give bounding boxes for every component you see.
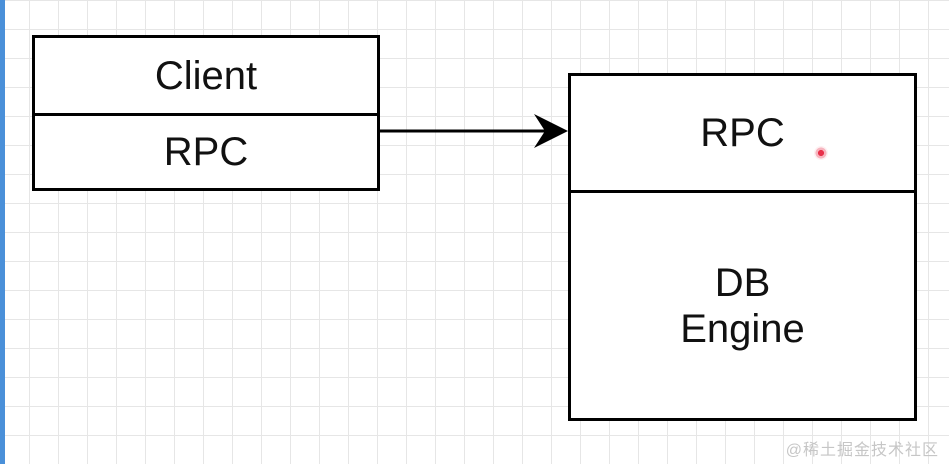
db-engine-line-1: DB <box>714 260 771 305</box>
db-engine-line-2: Engine <box>680 306 805 351</box>
arrow-head <box>534 114 568 148</box>
watermark-text: @稀土掘金技术社区 <box>785 442 939 459</box>
client-rpc-section: RPC <box>35 113 377 188</box>
cursor-pointer-icon <box>814 146 828 160</box>
client-box[interactable]: Client RPC <box>32 35 380 191</box>
client-title: Client <box>154 53 258 98</box>
server-rpc-section: RPC <box>700 111 785 155</box>
server-box[interactable]: RPC DB Engine <box>568 73 917 421</box>
left-accent-bar <box>0 0 5 464</box>
db-engine-section: DB Engine <box>571 190 914 418</box>
